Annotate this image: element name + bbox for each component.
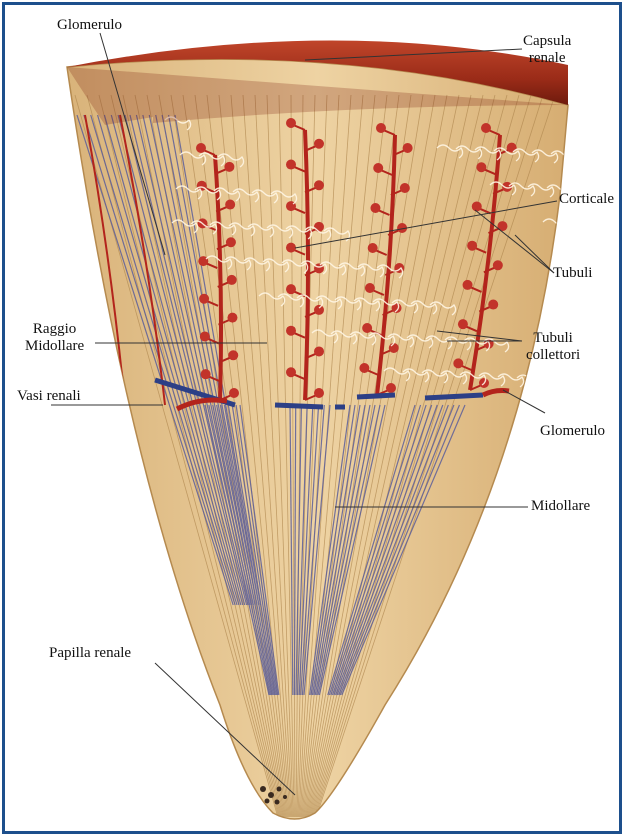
label-capsula-line1: Capsula	[523, 33, 571, 50]
label-vasi-renali: Vasi renali	[17, 388, 81, 405]
label-capsula-renale: Capsula renale	[523, 33, 571, 67]
label-capsula-line2: renale	[523, 50, 571, 67]
label-tubuli: Tubuli	[553, 265, 592, 282]
label-glomerulo-top: Glomerulo	[57, 17, 122, 34]
label-tubuli-coll-line2: collettori	[526, 347, 580, 364]
glomerulus-dot	[389, 343, 399, 353]
glomerulus-dot	[225, 200, 235, 210]
glomerulus-dot	[286, 284, 296, 294]
glomerulus-dot	[488, 300, 498, 310]
label-tubuli-coll-line1: Tubuli	[526, 330, 580, 347]
glomerulus-dot	[314, 305, 324, 315]
glomerulus-dot	[286, 160, 296, 170]
glomerulus-dot	[286, 243, 296, 253]
label-raggio-line1: Raggio	[25, 321, 84, 338]
glomerulus-dot	[201, 369, 211, 379]
label-glomerulo-right: Glomerulo	[540, 423, 605, 440]
glomerulus-dot	[314, 263, 324, 273]
glomerulus-dot	[472, 201, 482, 211]
glomerulus-dot	[314, 346, 324, 356]
kidney-section-illustration	[5, 5, 619, 831]
glomerulus-dot	[314, 139, 324, 149]
glomerulus-dot	[386, 383, 396, 393]
glomerulus-dot	[286, 118, 296, 128]
glomerulus-dot	[453, 358, 463, 368]
glomerulus-dot	[481, 123, 491, 133]
glomerulus-dot	[314, 388, 324, 398]
glomerulus-dot	[359, 363, 369, 373]
glomerulus-dot	[400, 183, 410, 193]
glomerulus-dot	[286, 367, 296, 377]
label-papilla-renale: Papilla renale	[49, 645, 131, 662]
glomerulus-dot	[226, 237, 236, 247]
glomerulus-dot	[286, 326, 296, 336]
glomerulus-dot	[362, 323, 372, 333]
label-midollare: Midollare	[531, 498, 590, 515]
label-corticale: Corticale	[559, 191, 614, 208]
glomerulus-dot	[458, 319, 468, 329]
glomerulus-dot	[224, 162, 234, 172]
glomerulus-dot	[314, 222, 324, 232]
glomerulus-dot	[227, 275, 237, 285]
glomerulus-dot	[368, 243, 378, 253]
glomerulus-dot	[463, 280, 473, 290]
glomerulus-dot	[403, 143, 413, 153]
glomerulus-dot	[199, 294, 209, 304]
label-tubuli-collettori: Tubuli collettori	[526, 330, 580, 364]
label-raggio-line2: Midollare	[25, 338, 84, 355]
glomerulus-dot	[365, 283, 375, 293]
glomerulus-dot	[467, 241, 477, 251]
glomerulus-dot	[370, 203, 380, 213]
glomerulus-dot	[314, 180, 324, 190]
glomerulus-dot	[200, 331, 210, 341]
glomerulus-dot	[228, 350, 238, 360]
glomerulus-dot	[227, 313, 237, 323]
label-raggio-midollare: Raggio Midollare	[25, 321, 84, 355]
glomerulus-dot	[196, 143, 206, 153]
glomerulus-dot	[376, 123, 386, 133]
glomerulus-dot	[373, 163, 383, 173]
glomerulus-dot	[229, 388, 239, 398]
glomerulus-dot	[507, 143, 517, 153]
glomerulus-dot	[493, 260, 503, 270]
tubule-squiggle	[536, 376, 562, 389]
glomerulus-dot	[476, 162, 486, 172]
